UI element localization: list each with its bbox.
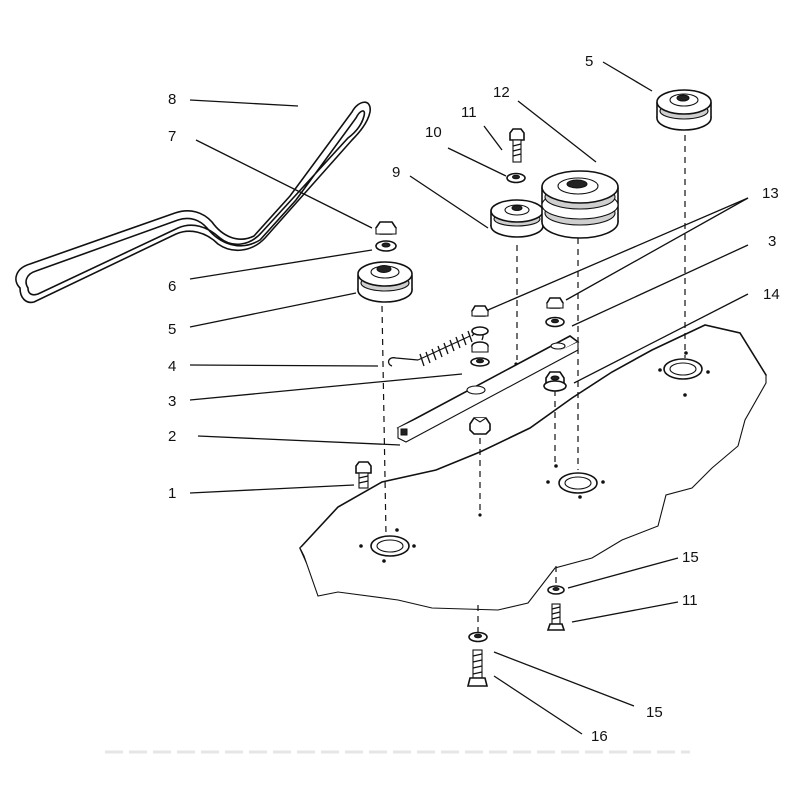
double-pulley-12	[541, 170, 619, 239]
washer-10	[506, 172, 526, 184]
callout-14: 14	[763, 286, 780, 303]
callout-5a: 5	[168, 321, 176, 338]
callout-15b: 15	[646, 704, 663, 721]
pulley-9	[490, 199, 544, 238]
bolt-11-top	[509, 128, 525, 163]
bolt-11-bottom	[546, 603, 566, 631]
deck-hole-center	[546, 464, 605, 499]
callout-12: 12	[493, 84, 510, 101]
assembly-centerlines	[381, 135, 686, 635]
idler-arm	[396, 335, 580, 443]
callout-15a: 15	[682, 549, 699, 566]
washer-15-right	[547, 585, 565, 595]
pulley-right	[656, 89, 712, 131]
nut-13-right	[546, 297, 564, 309]
callout-13: 13	[762, 185, 779, 202]
callout-16: 16	[591, 728, 608, 745]
callout-2: 2	[168, 428, 176, 445]
deck-hole-right	[658, 351, 710, 397]
nut-lower-left	[469, 417, 491, 435]
callout-8: 8	[168, 91, 176, 108]
v-belt	[15, 101, 371, 304]
bolt-16	[466, 649, 489, 687]
callout-6: 6	[168, 278, 176, 295]
callout-5b: 5	[585, 53, 593, 70]
callout-10: 10	[425, 124, 442, 141]
callout-labels: 8 7 6 5 4 3 2 1 9 10 11 12 5 13 3 14 15 …	[168, 53, 780, 745]
callout-3a: 3	[168, 393, 176, 410]
flange-nut-14	[543, 371, 567, 392]
bolt-1	[355, 461, 372, 489]
nut-13-left	[471, 305, 489, 317]
callout-3b: 3	[768, 233, 776, 250]
callout-11b: 11	[682, 592, 698, 609]
callout-9: 9	[392, 164, 400, 181]
callout-11a: 11	[461, 104, 477, 121]
idler-pulley-left	[357, 261, 413, 303]
callout-7: 7	[168, 128, 176, 145]
nut-7	[375, 221, 397, 235]
deck-plate	[299, 324, 767, 611]
deck-hole-left	[359, 528, 416, 563]
washer-6	[375, 240, 397, 252]
spacer-stack-left	[470, 326, 490, 367]
callout-4: 4	[168, 358, 176, 375]
washer-3-right	[545, 316, 565, 328]
leader-lines	[189, 61, 749, 735]
callout-1: 1	[168, 485, 176, 502]
extension-spring	[387, 330, 484, 367]
washer-15-bottom	[468, 631, 488, 643]
